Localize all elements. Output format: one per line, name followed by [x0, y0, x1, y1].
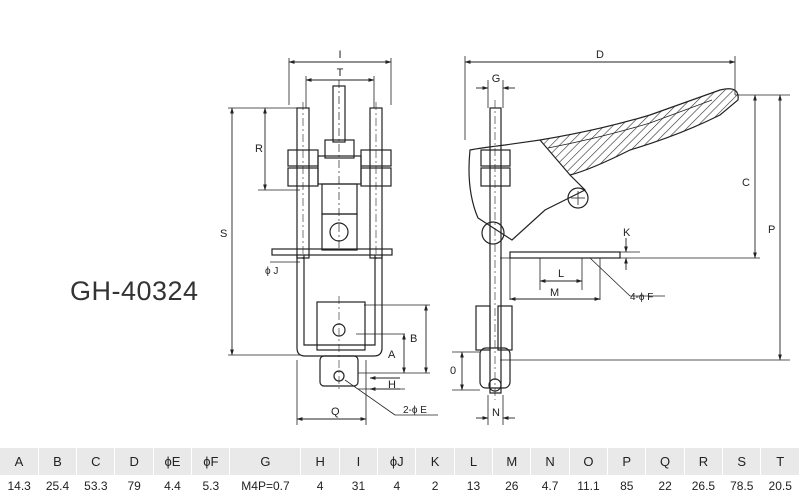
model-number: GH-40324	[70, 276, 199, 306]
dim-label-T: T	[337, 67, 344, 79]
spec-header: ϕE	[153, 448, 193, 475]
front-view	[228, 58, 438, 425]
dim-label-S: S	[220, 228, 227, 240]
spec-header: I	[339, 448, 379, 475]
spec-header: C	[76, 448, 116, 475]
dim-label-B: B	[410, 333, 417, 345]
dim-label-N: N	[492, 407, 500, 419]
dim-label-A: A	[388, 349, 396, 361]
technical-drawing: I T R S ϕ J A B H Q 2-ϕ E	[220, 49, 790, 425]
spec-header: H	[300, 448, 340, 475]
spec-header: T	[760, 448, 800, 475]
spec-value: 85	[620, 479, 634, 493]
spec-value: 26	[505, 479, 519, 493]
spec-value: 78.5	[730, 479, 754, 493]
dim-label-4-phiF: 4-ϕ F	[630, 292, 653, 303]
side-view	[452, 56, 790, 425]
spec-table-header-row: A B C D ϕE ϕF G H I ϕJ K L M N O P Q R S…	[0, 448, 800, 475]
dim-label-H: H	[388, 379, 396, 391]
spec-value: 79	[127, 479, 141, 493]
spec-header: M	[492, 448, 532, 475]
spec-header: R	[684, 448, 724, 475]
dim-label-O: 0	[450, 365, 456, 377]
spec-header: G	[229, 448, 302, 475]
dim-label-L: L	[558, 268, 564, 280]
spec-value: 11.1	[577, 479, 600, 493]
spec-value: 13	[466, 479, 481, 493]
dim-label-I: I	[338, 49, 341, 61]
spec-value: 4	[393, 479, 401, 493]
spec-value: 26.5	[691, 479, 716, 493]
dim-label-Q: Q	[331, 406, 340, 418]
spec-header: A	[0, 448, 39, 475]
dim-label-M: M	[550, 287, 559, 299]
spec-value: 5.3	[202, 479, 220, 493]
dim-label-2-phiE: 2-ϕ E	[403, 405, 427, 416]
spec-header: D	[114, 448, 154, 475]
dim-label-phiJ: ϕ J	[265, 266, 278, 277]
spec-value: M4P=0.7	[241, 479, 290, 493]
dim-label-D: D	[596, 49, 604, 61]
spec-value: 31	[351, 479, 366, 493]
spec-value: 2	[431, 479, 439, 493]
spec-header: ϕJ	[377, 448, 417, 475]
spec-header: ϕF	[191, 448, 231, 475]
spec-header: O	[569, 448, 609, 475]
dim-label-G: G	[492, 73, 501, 85]
dim-label-K: K	[623, 227, 631, 239]
spec-header: K	[415, 448, 455, 475]
dim-label-R: R	[255, 143, 263, 155]
spec-header: N	[530, 448, 570, 475]
spec-value: 4	[316, 479, 324, 493]
spec-value: 4.4	[164, 479, 181, 493]
spec-header: L	[454, 448, 494, 475]
spec-value: 22	[658, 479, 672, 493]
spec-value: 4.7	[541, 479, 559, 493]
spec-header: S	[722, 448, 762, 475]
spec-table: A B C D ϕE ϕF G H I ϕJ K L M N O P Q R S…	[0, 448, 800, 497]
spec-header: Q	[645, 448, 685, 475]
spec-table-value-row: 14.3 25.4 53.3 79 4.4 5.3 M4P=0.7 4 31 4…	[0, 475, 800, 497]
spec-header: B	[38, 448, 78, 475]
dim-label-C: C	[742, 177, 750, 189]
dim-label-P: P	[768, 224, 775, 236]
spec-value: 14.3	[7, 479, 31, 493]
spec-value: 20.5	[768, 479, 792, 493]
spec-value: 25.4	[45, 479, 70, 493]
spec-value: 53.3	[84, 479, 108, 493]
spec-header: P	[607, 448, 647, 475]
